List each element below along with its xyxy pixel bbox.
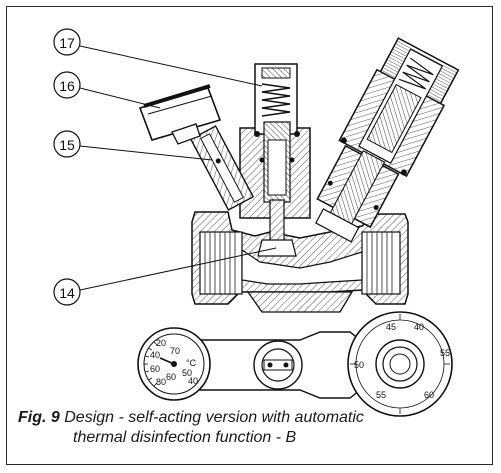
caption-line-1: Design - self-acting version with automa…	[64, 409, 364, 426]
thermo-scale-20: 20	[156, 338, 166, 348]
thermometer-head	[138, 84, 222, 145]
angled-cartridge	[315, 37, 460, 243]
setting-scale-60: 60	[424, 390, 434, 400]
callout-label-17: 17	[59, 35, 75, 51]
thermo-scale-70: 70	[170, 346, 180, 356]
setting-scale-55: 55	[440, 348, 450, 358]
thermo-scale-40b: 40	[188, 376, 198, 386]
valve-body	[191, 211, 409, 313]
thermo-scale-80: 80	[156, 377, 166, 387]
thermo-scale-50: 50	[182, 368, 192, 378]
callout-label-16: 16	[59, 78, 75, 94]
caption-line-2: thermal disinfection function - B	[73, 429, 297, 446]
thermo-scale-60: 60	[150, 364, 160, 374]
callout-16: 16	[53, 71, 161, 109]
callout-label-15: 15	[59, 137, 75, 153]
setting-knob: 45 40 55 50 60 55	[347, 311, 453, 417]
thermo-scale-60b: 60	[166, 372, 176, 382]
figure-label: Fig. 9	[18, 409, 60, 426]
thermo-unit: °C	[186, 358, 197, 368]
setting-scale-45: 45	[386, 322, 396, 332]
setting-scale-55b: 55	[376, 390, 386, 400]
thermometer-well	[189, 125, 255, 211]
thermometer-dial: 20 40 60 80 70 60 50 40 °C	[137, 327, 211, 401]
callout-14: 14	[53, 247, 277, 306]
callout-17: 17	[53, 28, 263, 87]
setting-scale-40: 40	[414, 322, 424, 332]
callout-label-14: 14	[59, 285, 75, 301]
setting-scale-50: 50	[354, 360, 364, 370]
figure-caption: Fig. 9 Design - self-acting version with…	[18, 408, 488, 448]
central-cartridge	[239, 63, 311, 257]
callout-15: 15	[53, 130, 213, 161]
central-cap	[253, 340, 303, 390]
thermo-scale-40: 40	[150, 350, 160, 360]
valve-top-view: 20 40 60 80 70 60 50 40 °C 45	[137, 311, 453, 417]
